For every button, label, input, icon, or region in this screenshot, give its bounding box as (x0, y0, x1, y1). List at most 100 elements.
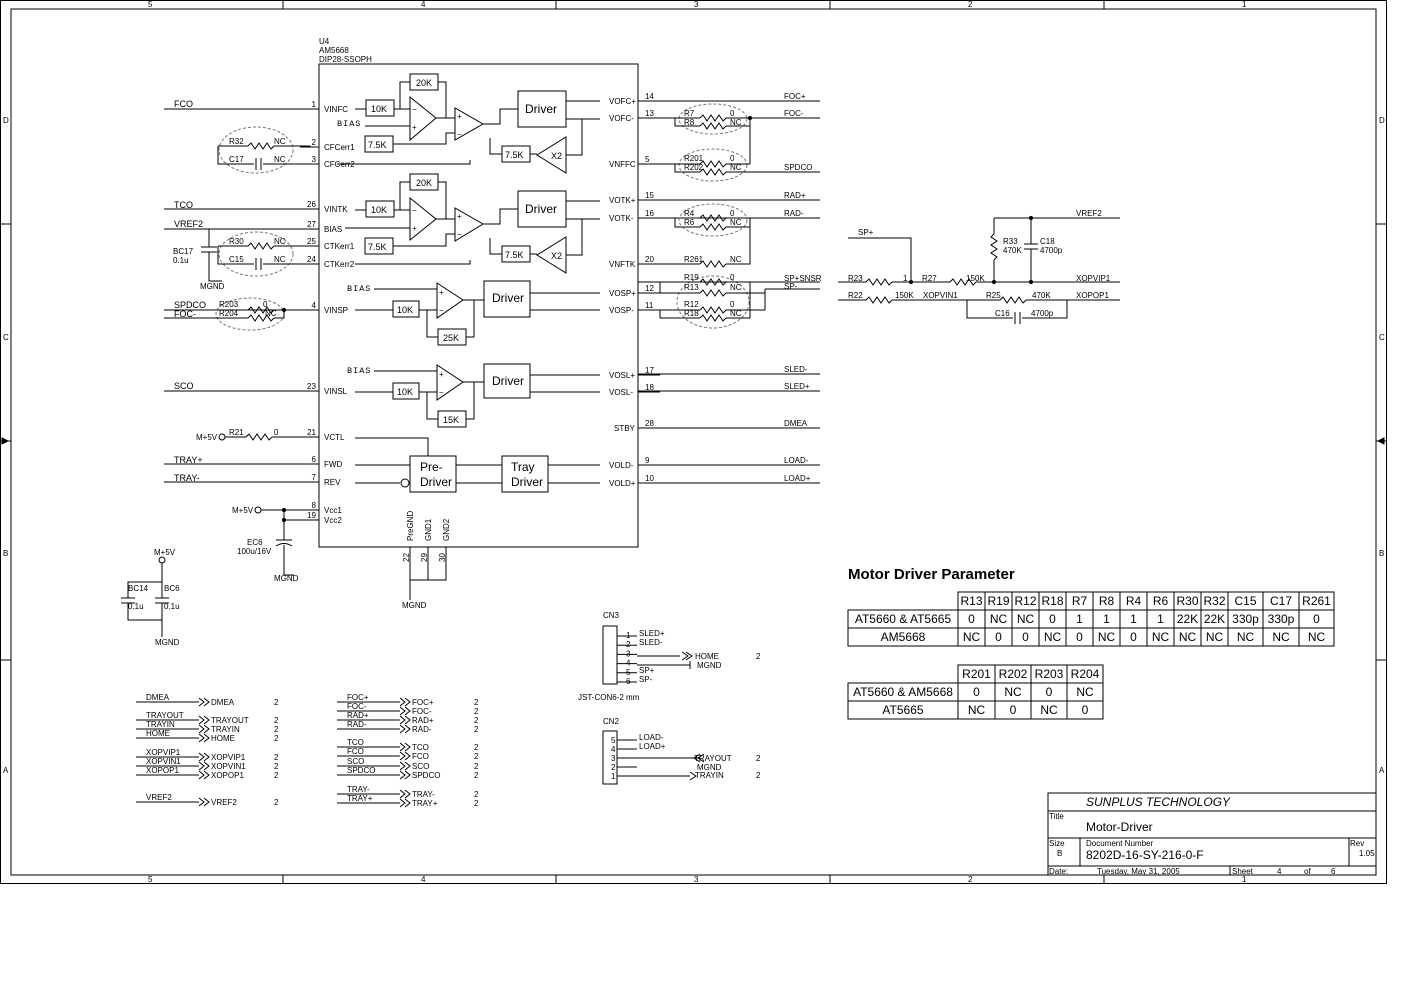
col-label: 4 (421, 0, 426, 9)
part-ref: EC6 (247, 538, 263, 547)
connector-pin-number: 2 (626, 640, 631, 649)
table-cell: 0 (995, 630, 1002, 644)
part-val: 0 (730, 273, 735, 282)
svg-text:+: + (457, 212, 462, 221)
pin-number: 6 (312, 455, 317, 464)
table-cell-border (1298, 627, 1335, 647)
offpage-page: 2 (474, 716, 479, 725)
connector-pin-number: 5 (626, 668, 631, 677)
offpage-port: FCO (412, 752, 429, 761)
offpage-net: TRAYIN (146, 720, 175, 729)
pin-name: VOLD+ (609, 479, 636, 488)
ic-part: AM5668 (319, 46, 349, 55)
pin-name: VINSP (324, 306, 348, 315)
pin-number: 1 (312, 100, 317, 109)
table-header: R18 (1041, 594, 1063, 608)
part-ref: R21 (229, 428, 244, 437)
offpage-net: RAD+ (347, 711, 369, 720)
part-val: NC (730, 218, 742, 227)
company-name: SUNPLUS TECHNOLOGY (1086, 795, 1231, 809)
offpage-page: 2 (274, 725, 279, 734)
table-cell: 1 (1076, 612, 1083, 626)
block-label: Driver (492, 291, 524, 305)
block-label: Driver (511, 475, 543, 489)
part-ref: R4 (684, 209, 695, 218)
left-wiring: FCO TCO VREF2 SPDCO FOC- SCO TRAY+ TRAY-… (121, 99, 447, 647)
part-ref: R8 (684, 118, 695, 127)
bias-label: BIAS (337, 119, 361, 129)
net-label: SLED- (784, 365, 808, 374)
net-label: FCO (174, 99, 193, 109)
block-label: 7.5K (368, 242, 387, 252)
table-header: R203 (1035, 667, 1064, 681)
net-label: SP+SNSR (784, 274, 822, 283)
pin-name: VOTK- (609, 214, 634, 223)
part-ref: R201 (684, 154, 704, 163)
block-label: 10K (371, 205, 387, 215)
net-label: TRAYIN (695, 771, 724, 780)
pin-name: VCTL (324, 433, 345, 442)
svg-text:+: + (439, 370, 444, 379)
offpage-port: FOC+ (412, 698, 434, 707)
col-label: 5 (148, 0, 153, 9)
offpage-port: RAD+ (412, 716, 434, 725)
table-header: R7 (1072, 594, 1088, 608)
table-cell: NC (1004, 685, 1022, 699)
pin-name: VINTK (324, 205, 348, 214)
net-label: MGND (155, 638, 180, 647)
table-header: C15 (1234, 594, 1256, 608)
table-cell: NC (1237, 630, 1255, 644)
part-val: 0 (274, 428, 279, 437)
table-cell: NC (1076, 685, 1094, 699)
block-label: Driver (525, 202, 557, 216)
offpage-net: XOPVIN1 (146, 757, 181, 766)
sheet-value: 4 (1277, 867, 1282, 876)
part-val: NC (265, 309, 277, 318)
connector-pin-signal: SLED+ (639, 629, 665, 638)
table-cell: 0 (1082, 703, 1089, 717)
pin-name: Vcc2 (324, 516, 342, 525)
offpage-page: 2 (274, 716, 279, 725)
table-header: R202 (999, 667, 1028, 681)
table-cell: NC (1179, 630, 1197, 644)
table-cell: NC (1308, 630, 1326, 644)
offpage-page: 2 (474, 743, 479, 752)
ic-pins: 1VINFC2CFCerr13CFCerr226VINTK27BIAS25CTK… (300, 92, 660, 562)
part-ref: R30 (229, 237, 244, 246)
pin-name: CTKerr2 (324, 260, 355, 269)
offpage-net: VREF2 (146, 793, 172, 802)
svg-text:−: − (439, 388, 444, 397)
table-cell: 0 (1022, 630, 1029, 644)
offpage-page: 2 (474, 799, 479, 808)
part-ref: R33 (1003, 237, 1018, 246)
pin-number: 12 (645, 284, 654, 293)
page-ref: 2 (756, 771, 761, 780)
part-val: 0.1u (173, 256, 189, 265)
row-label: C (1379, 333, 1385, 342)
offpage-port: TRAY+ (412, 799, 438, 808)
pin-number: 24 (307, 255, 316, 264)
net-label: XOPOP1 (1076, 291, 1109, 300)
offpage-net: TCO (347, 738, 364, 747)
table-header: R261 (1302, 594, 1331, 608)
pin-name: VOLD- (609, 461, 634, 470)
svg-text:−: − (457, 130, 462, 139)
pin-name: VOSP+ (609, 289, 636, 298)
rev-label: Rev (1350, 839, 1364, 848)
pin-number: 25 (307, 237, 316, 246)
offpage-port: DMEA (211, 698, 235, 707)
table-cell: NC (1017, 612, 1035, 626)
net-label: SCO (174, 381, 194, 391)
col-label: 1 (1242, 0, 1247, 9)
table-header: R201 (962, 667, 991, 681)
net-label: M+5V (232, 506, 254, 515)
pin-name: STBY (614, 424, 636, 433)
offpage-net: SCO (347, 757, 364, 766)
net-label: DMEA (784, 419, 808, 428)
offpage-page: 2 (474, 752, 479, 761)
block-label: 7.5K (368, 140, 387, 150)
part-val: 1 (903, 274, 908, 283)
part-val: 0 (730, 300, 735, 309)
